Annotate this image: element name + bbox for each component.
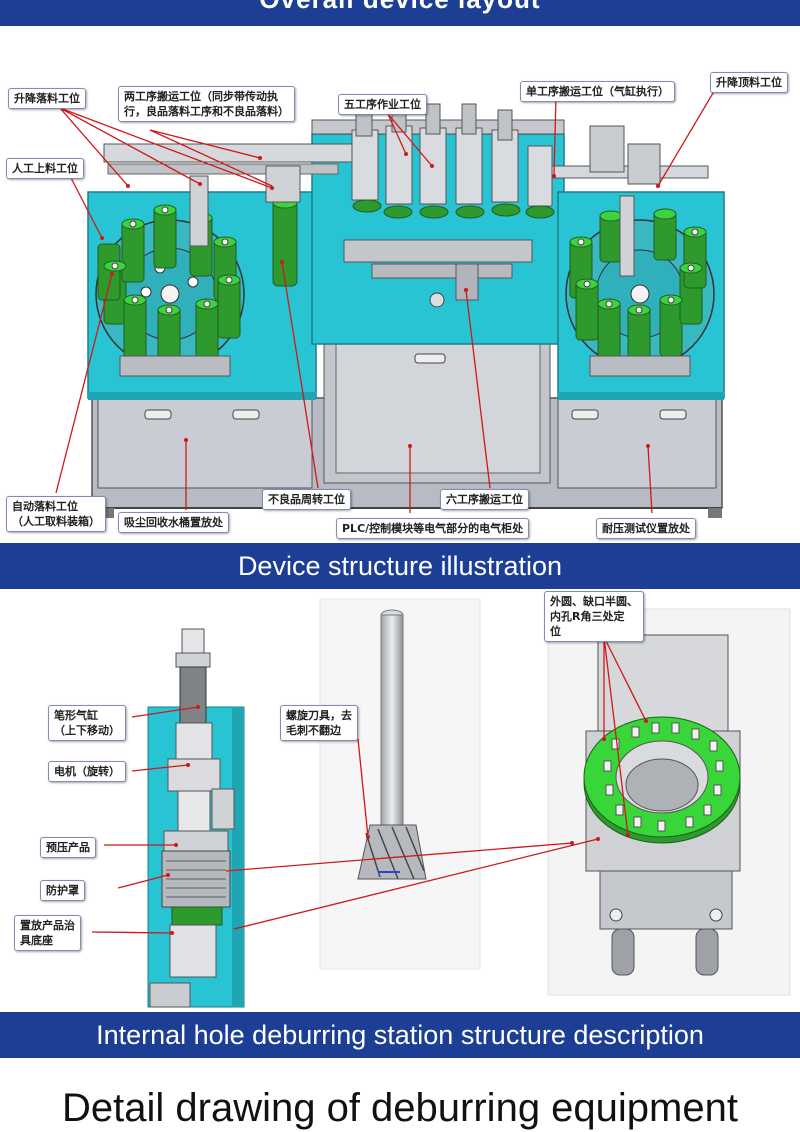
label-plc-cabinet: PLC/控制模块等电气部分的电气柜处: [336, 518, 530, 539]
label-three-point-positioning: 外圆、缺口半圆、 内孔R角三处定 位: [544, 591, 644, 642]
label-prepress: 预压产品: [40, 837, 96, 858]
deburring-caption-band: Internal hole deburring station structur…: [0, 1012, 800, 1058]
label-lift-top-station: 升降顶料工位: [710, 72, 788, 93]
label-pressure-tester: 耐压测试仪置放处: [596, 518, 696, 539]
label-spiral-cutter: 螺旋刀具，去 毛刺不翻边: [280, 705, 358, 741]
device-layout-drawing: [55, 87, 725, 518]
label-single-process-transfer: 单工序搬运工位（气缸执行）: [520, 81, 675, 102]
label-auto-drop: 自动落料工位 （人工取料装箱）: [6, 496, 106, 532]
deburring-caption: Internal hole deburring station structur…: [96, 1020, 704, 1050]
label-lift-drop-station: 升降落料工位: [8, 88, 86, 109]
device-layout-panel: 升降落料工位 两工序搬运工位（同步带传动执 行，良品落料工序和不良品落料） 五工…: [0, 26, 800, 543]
label-manual-loading: 人工上料工位: [6, 158, 84, 179]
label-six-process-transfer: 六工序搬运工位: [440, 489, 529, 510]
footer-title: Detail drawing of deburring equipment: [62, 1086, 738, 1130]
label-motor: 电机（旋转）: [48, 761, 126, 782]
structure-caption-band: Device structure illustration: [0, 543, 800, 589]
deburring-drawing: [91, 598, 791, 1008]
label-five-process-station: 五工序作业工位: [338, 94, 427, 115]
label-guard: 防护罩: [40, 880, 85, 901]
label-defect-turnover: 不良品周转工位: [262, 489, 351, 510]
label-pen-cylinder: 笔形气缸 （上下移动）: [48, 705, 126, 741]
structure-caption: Device structure illustration: [237, 551, 563, 581]
header-title: Overall device layout: [259, 0, 540, 14]
label-fixture-base: 置放产品治 具底座: [14, 915, 81, 951]
label-two-process-transfer: 两工序搬运工位（同步带传动执 行，良品落料工序和不良品落料）: [118, 86, 295, 122]
label-dust-bucket: 吸尘回收水桶置放处: [118, 512, 229, 533]
deburring-panel: 笔形气缸 （上下移动） 电机（旋转） 预压产品 防护罩 置放产品治 具底座 螺旋…: [0, 589, 800, 1012]
header-band: Overall device layout: [0, 0, 800, 26]
